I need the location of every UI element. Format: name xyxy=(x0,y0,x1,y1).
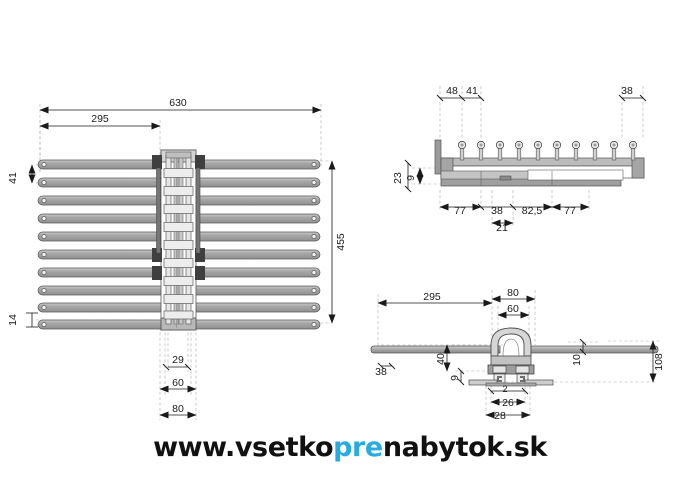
dim-pin-offset-first: 48 xyxy=(446,85,458,97)
pin xyxy=(457,140,467,161)
dim-bar-thickness: 14 xyxy=(7,314,19,326)
side-view-dim-texts: 48 41 38 23 9 77 38 82,5 77 21 xyxy=(392,85,633,234)
front-center-hook xyxy=(490,327,532,366)
dim-overall-width: 630 xyxy=(169,97,187,109)
front-right-arm xyxy=(526,345,659,354)
dim-bar-pitch-top: 41 xyxy=(7,172,19,184)
dim-arm-length: 295 xyxy=(423,291,441,303)
side-runner xyxy=(440,169,624,187)
front-mount-block xyxy=(468,364,554,387)
side-view-dim-lines xyxy=(404,94,647,227)
pin xyxy=(476,140,486,161)
front-view-dim-lines xyxy=(377,295,657,419)
watermark-suffix: nabytok.sk xyxy=(382,432,547,463)
side-pins xyxy=(457,140,638,161)
side-elevation-view: 48 41 38 23 9 77 38 82,5 77 21 xyxy=(392,85,647,234)
top-view-carrier xyxy=(152,149,205,331)
front-view-dim-texts: 295 80 60 40 10 38 9 108 2 26 28 xyxy=(375,287,665,422)
watermark-prefix: www.vsetko xyxy=(153,432,334,463)
pin xyxy=(533,140,543,161)
dim-slide-seg-3: 82,5 xyxy=(522,205,543,217)
dim-carrier-mid: 60 xyxy=(172,377,184,389)
pin xyxy=(609,140,619,161)
dim-pin-pitch: 41 xyxy=(466,85,478,97)
dim-bar-projection-left: 295 xyxy=(91,113,109,125)
dim-base-width: 28 xyxy=(494,410,506,422)
dim-bracket-width: 21 xyxy=(496,222,508,234)
pin xyxy=(514,140,524,161)
pin xyxy=(628,140,638,161)
front-left-arm xyxy=(370,345,501,354)
dim-rear-offset: 38 xyxy=(621,85,633,97)
dim-slide-seg-2: 38 xyxy=(491,205,503,217)
top-view-dim-texts: 630 295 41 14 455 29 60 80 xyxy=(7,97,347,415)
top-view-dim-lines xyxy=(26,106,336,419)
dim-rail-height: 23 xyxy=(392,172,404,184)
pin xyxy=(571,140,581,161)
dim-base-gap: 9 xyxy=(449,375,461,381)
top-view: 630 295 41 14 455 29 60 80 xyxy=(7,97,347,420)
dim-carrier-outer: 80 xyxy=(172,403,184,415)
front-section-view: 295 80 60 40 10 38 9 108 2 26 28 xyxy=(370,287,665,422)
dim-hook-height: 40 xyxy=(435,353,447,365)
dim-slide-seg-4: 77 xyxy=(564,205,576,217)
dim-carrier-inner: 29 xyxy=(172,354,184,366)
dim-arm-thickness: 10 xyxy=(571,354,583,366)
dim-overall-height: 108 xyxy=(653,353,665,371)
dim-base-mid: 26 xyxy=(502,397,514,409)
watermark-highlight: pre xyxy=(333,432,383,463)
pin xyxy=(495,140,505,161)
dim-runner-height: 9 xyxy=(405,175,417,181)
dim-base-slot: 2 xyxy=(502,384,507,394)
side-rear-upright xyxy=(434,139,442,175)
pin xyxy=(552,140,562,161)
dim-slide-seg-1: 77 xyxy=(454,205,466,217)
pin xyxy=(590,140,600,161)
dim-arm-drop: 38 xyxy=(375,366,387,378)
dim-body-inner: 60 xyxy=(507,303,519,315)
dim-overall-depth: 455 xyxy=(335,233,347,251)
watermark-url: www.vsetkoprenabytok.sk xyxy=(0,432,700,463)
carrier-blocks xyxy=(152,155,205,280)
dim-body-outer: 80 xyxy=(507,287,519,299)
